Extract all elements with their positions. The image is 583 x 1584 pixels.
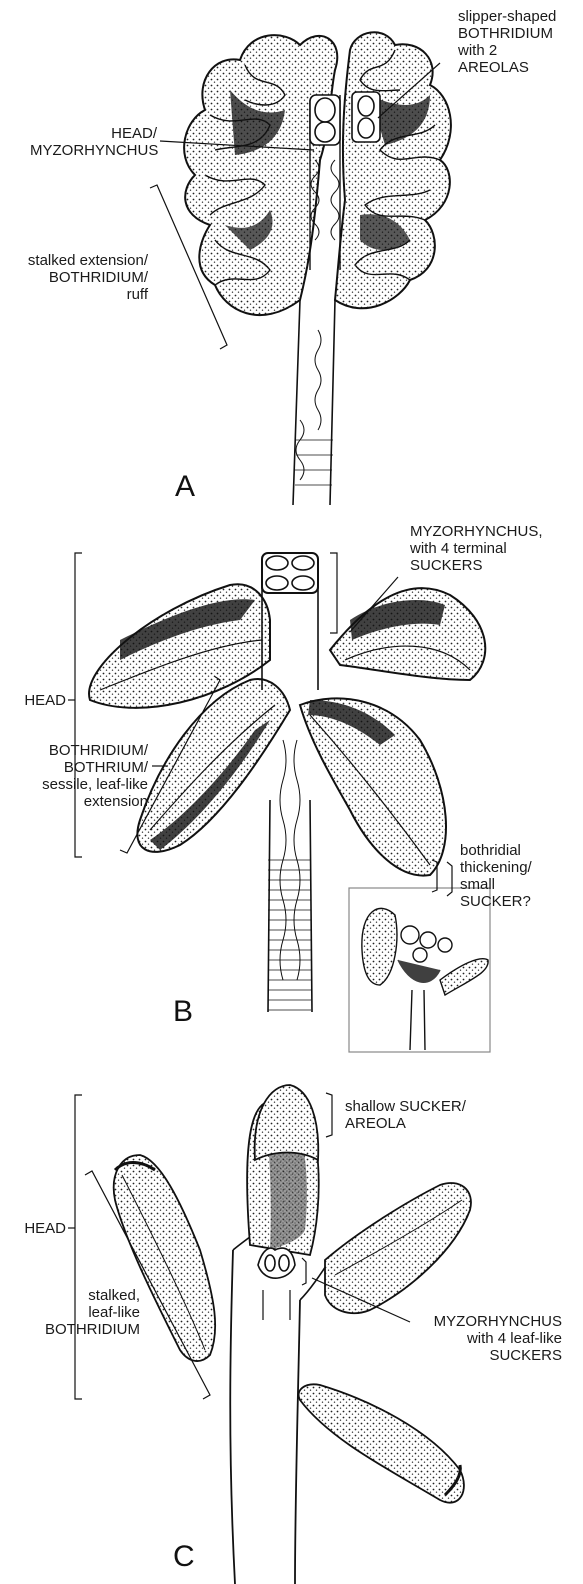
- label-stalked-bothridium: stalked, leaf-like BOTHRIDIUM: [40, 1287, 140, 1338]
- label-head-c: HEAD: [0, 1220, 66, 1237]
- label-head-myzorhynchus: HEAD/ MYZORHYNCHUS: [30, 125, 157, 159]
- panel-c-lower-bothridium: [299, 1384, 464, 1502]
- label-myzorhynchus-terminal-suckers: MYZORHYNCHUS, with 4 terminal SUCKERS: [410, 523, 543, 574]
- panel-a-left-ruff: [184, 35, 337, 315]
- panel-letter-b: B: [173, 995, 193, 1029]
- panel-a-specimen: [184, 32, 451, 505]
- panel-a-right-ruff: [335, 32, 451, 308]
- label-stalked-extension: stalked extension/ BOTHRIDIUM/ ruff: [0, 252, 148, 303]
- label-slipper-bothridium: slipper-shaped BOTHRIDIUM with 2 AREOLAS: [458, 8, 556, 76]
- panel-c-myzorhynchus: [258, 1248, 295, 1320]
- panel-letter-c: C: [173, 1540, 195, 1574]
- label-myzorhynchus-leaf-suckers: MYZORHYNCHUS with 4 leaf-like SUCKERS: [380, 1313, 562, 1364]
- panel-letter-a: A: [175, 470, 195, 504]
- label-head-b: HEAD: [0, 692, 66, 709]
- label-bothridium-sessile: BOTHRIDIUM/ BOTHRIUM/ sessile, leaf-like…: [0, 742, 148, 810]
- label-shallow-sucker: shallow SUCKER/ AREOLA: [345, 1098, 466, 1132]
- panel-b-inset: [349, 888, 490, 1052]
- panel-b-myzorhynchus: [262, 553, 318, 593]
- label-bothridial-thickening: bothridial thickening/ small SUCKER?: [460, 842, 532, 910]
